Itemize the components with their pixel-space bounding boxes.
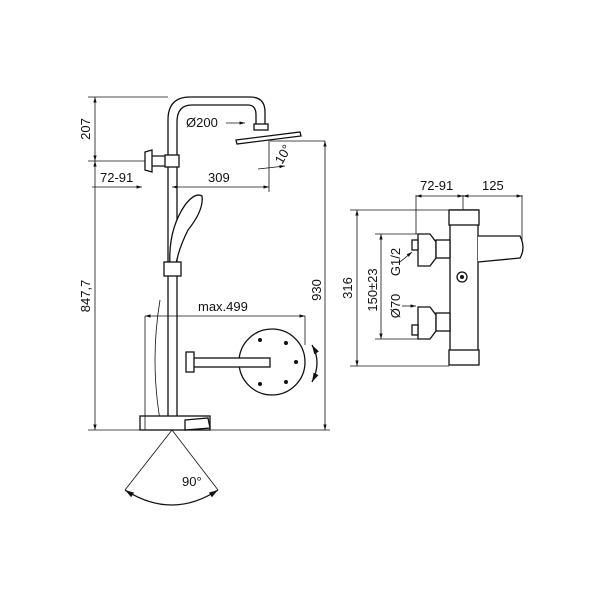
dim-escutcheon: Ø70: [388, 294, 403, 319]
upper-inlet: [417, 233, 437, 267]
dim-mixer-wall-offset: 72-91: [420, 178, 453, 193]
dim-height-to-bracket: 847,7: [78, 280, 93, 313]
riser-pipe: [167, 96, 266, 430]
dim-arm-reach: 309: [208, 170, 230, 185]
hand-shower: [169, 194, 203, 266]
hose: [154, 299, 161, 421]
mixer-dimensions: 72-91 125 316 150±23 G1/2 Ø70: [340, 178, 523, 367]
column-dimensions: 207 847,7 72-91 309 Ø200 10° 930 max.499…: [78, 96, 330, 489]
spout: [477, 235, 524, 263]
temperature-knob: [448, 209, 480, 226]
swivel-arc: [124, 489, 219, 506]
rotation-arrow: [311, 344, 319, 383]
mixer-drawing: [411, 209, 524, 366]
shower-column-drawing: [124, 96, 319, 506]
dim-head-height: 207: [78, 118, 93, 140]
slider: [163, 261, 182, 277]
dim-inlet-spacing: 150±23: [365, 268, 380, 311]
dim-total-height: 930: [309, 279, 324, 301]
mixer-body: [449, 209, 479, 361]
dim-head-angle: 10°: [272, 142, 295, 167]
dim-spout-length: 125: [482, 178, 504, 193]
dim-head-diameter: Ø200: [186, 115, 218, 130]
shower-head: [235, 131, 302, 145]
dim-wall-offset: 72-91: [100, 170, 133, 185]
dim-spout-swivel: 90°: [182, 474, 202, 489]
dim-mixer-height: 316: [340, 277, 355, 299]
dim-max-reach: max.499: [198, 299, 248, 314]
dim-thread: G1/2: [388, 248, 403, 276]
head-joint: [253, 123, 269, 131]
lower-inlet: [417, 306, 437, 340]
